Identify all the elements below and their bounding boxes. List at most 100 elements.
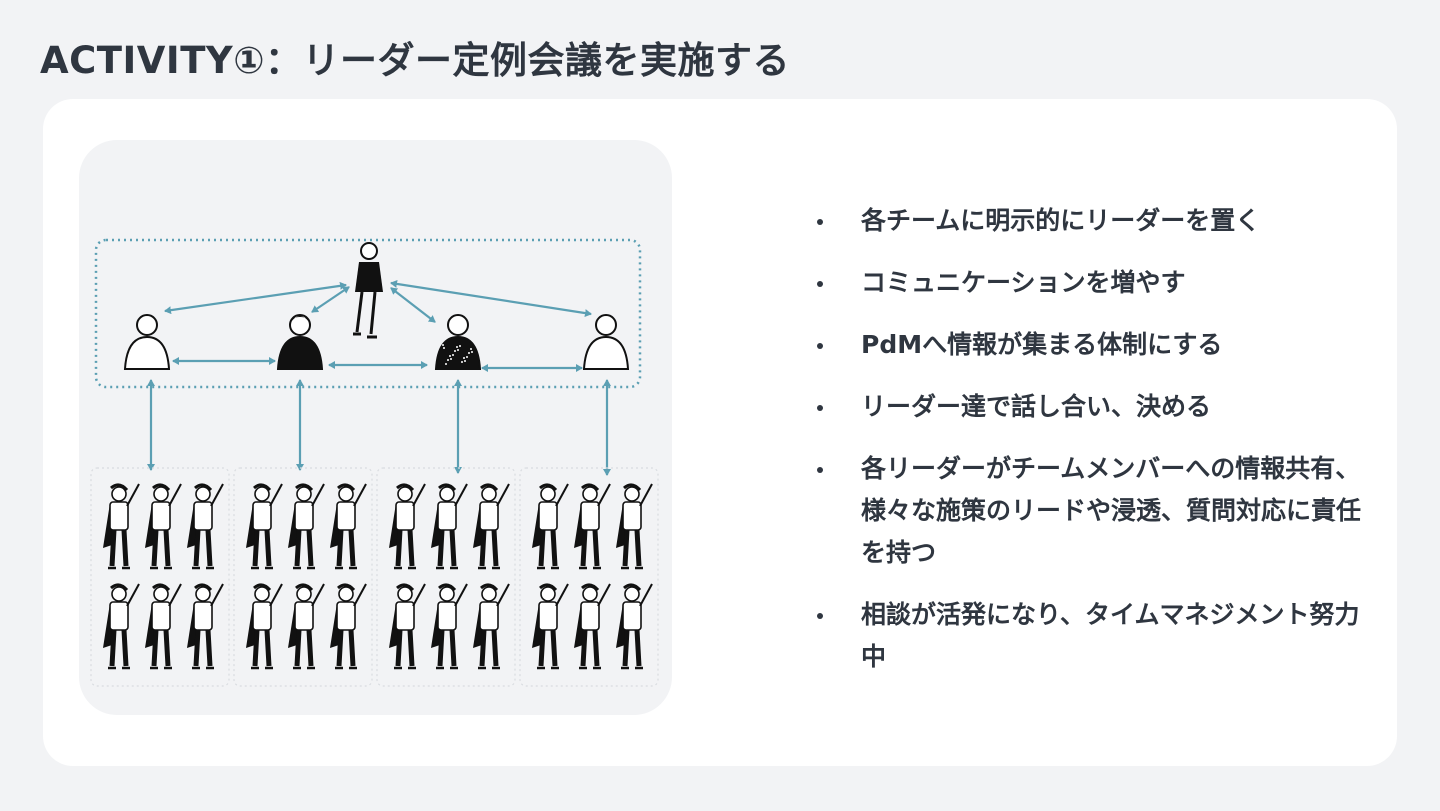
head xyxy=(439,586,455,602)
raised-arm xyxy=(311,483,325,507)
team-group xyxy=(233,467,373,687)
head xyxy=(481,586,497,602)
head xyxy=(582,486,598,502)
pattern-dot xyxy=(464,360,466,362)
hair xyxy=(110,583,129,592)
pattern-dot xyxy=(471,351,473,353)
bullet-text: 各リーダーがチームメンバーへの情報共有、様々な施策のリードや浸透、質問対応に責任… xyxy=(861,454,1362,567)
head xyxy=(296,486,312,502)
hair xyxy=(152,483,171,492)
member-figure xyxy=(431,583,468,670)
member-figure xyxy=(389,583,426,670)
member-figure xyxy=(288,583,325,670)
shirt xyxy=(395,601,415,631)
hair xyxy=(110,483,129,492)
raised-arm xyxy=(639,583,653,607)
raised-arm xyxy=(496,483,510,507)
member-figure xyxy=(288,483,325,570)
shirt xyxy=(336,501,356,531)
head xyxy=(254,486,270,502)
pattern-dot xyxy=(454,350,456,352)
member-figure xyxy=(330,483,367,570)
connection-arrows xyxy=(147,279,611,476)
bullet-text: 相談が活発になり、タイムマネジメント努力中 xyxy=(861,600,1360,671)
body xyxy=(123,335,171,370)
member-figure xyxy=(389,483,426,570)
bullet-dot xyxy=(817,405,823,411)
member-figure xyxy=(473,583,510,670)
legs xyxy=(193,629,213,667)
bullet-item: 各リーダーがチームメンバーへの情報共有、様々な施策のリードや浸透、質問対応に責任… xyxy=(812,448,1382,574)
pattern-dot xyxy=(470,348,472,350)
bullet-item: 各チームに明示的にリーダーを置く xyxy=(812,200,1382,242)
shirt xyxy=(622,501,642,531)
body xyxy=(582,335,630,370)
pdm-figure xyxy=(353,242,383,339)
head xyxy=(540,586,556,602)
legs xyxy=(151,529,171,567)
raised-arm xyxy=(126,483,140,507)
leader-figure xyxy=(276,314,324,370)
member-figure xyxy=(532,483,569,570)
leader-figure xyxy=(123,314,171,370)
bullet-text: 各チームに明示的にリーダーを置く xyxy=(861,206,1261,235)
raised-arm xyxy=(555,483,569,507)
org-diagram xyxy=(90,238,659,687)
hair xyxy=(480,583,499,592)
raised-arm xyxy=(353,483,367,507)
raised-arm xyxy=(454,583,468,607)
shirt xyxy=(538,601,558,631)
hair xyxy=(295,483,314,492)
member-figure xyxy=(532,583,569,670)
head xyxy=(254,586,270,602)
raised-arm xyxy=(210,483,224,507)
raised-arm xyxy=(353,583,367,607)
shirt xyxy=(252,501,272,531)
bullet-text: PdMへ情報が集まる体制にする xyxy=(861,330,1223,359)
hair xyxy=(194,483,213,492)
head xyxy=(624,586,640,602)
shirt xyxy=(580,501,600,531)
body xyxy=(434,335,482,370)
page-title: ACTIVITY①：リーダー定例会議を実施する xyxy=(40,39,791,82)
hair xyxy=(623,483,642,492)
member-figure xyxy=(103,483,140,570)
legs xyxy=(479,529,499,567)
shirt xyxy=(479,601,499,631)
pattern-dot xyxy=(445,363,447,365)
hair xyxy=(337,483,356,492)
head xyxy=(153,586,169,602)
org-illustration xyxy=(79,140,672,715)
hair xyxy=(152,583,171,592)
hair xyxy=(396,583,415,592)
legs xyxy=(437,629,457,667)
hair xyxy=(438,583,457,592)
shirt xyxy=(252,601,272,631)
member-figure xyxy=(616,583,653,670)
legs xyxy=(294,629,314,667)
raised-arm xyxy=(412,483,426,507)
legs xyxy=(252,629,272,667)
bullet-dot xyxy=(817,281,823,287)
pattern-dot xyxy=(468,352,470,354)
hair xyxy=(539,583,558,592)
raised-arm xyxy=(168,483,182,507)
raised-arm xyxy=(168,583,182,607)
leader-figures xyxy=(123,242,630,370)
hair xyxy=(253,583,272,592)
head xyxy=(296,586,312,602)
hair xyxy=(289,316,311,325)
legs xyxy=(580,529,600,567)
legs xyxy=(252,529,272,567)
shirt xyxy=(336,601,356,631)
head xyxy=(360,242,378,260)
shirt xyxy=(622,601,642,631)
head xyxy=(439,486,455,502)
arrow xyxy=(390,279,592,318)
legs xyxy=(395,529,415,567)
head xyxy=(481,486,497,502)
head xyxy=(624,486,640,502)
hair xyxy=(295,583,314,592)
bullet-item: 相談が活発になり、タイムマネジメント努力中 xyxy=(812,594,1382,678)
hair xyxy=(539,483,558,492)
